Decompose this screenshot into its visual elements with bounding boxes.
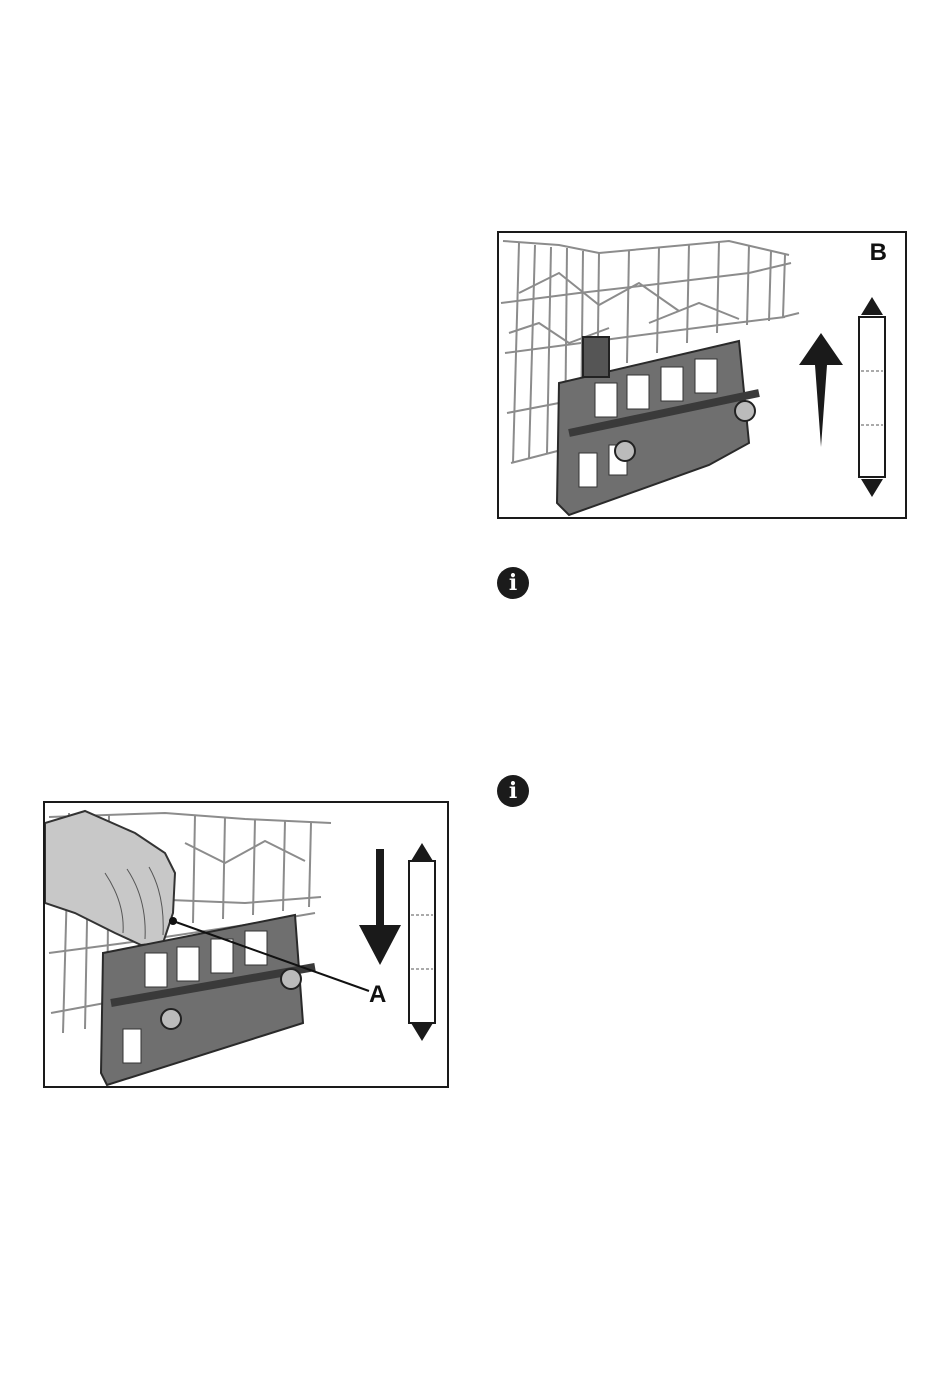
rack-illustration-b	[499, 233, 905, 517]
figure-label-a: A	[369, 981, 386, 1009]
figure-a-lower-rack: A	[43, 801, 449, 1088]
figure-label-b: B	[870, 239, 887, 267]
rack-illustration-a	[45, 803, 447, 1086]
height-scale-icon	[859, 297, 885, 497]
down-arrow-icon	[359, 849, 401, 965]
hand-illustration	[45, 811, 175, 945]
figure-b-raise-rack: B	[497, 231, 907, 519]
info-icon: i	[497, 567, 529, 599]
height-adjuster	[557, 337, 759, 515]
height-scale-icon	[409, 843, 435, 1041]
info-icon: i	[497, 775, 529, 807]
up-arrow-icon	[799, 333, 843, 447]
